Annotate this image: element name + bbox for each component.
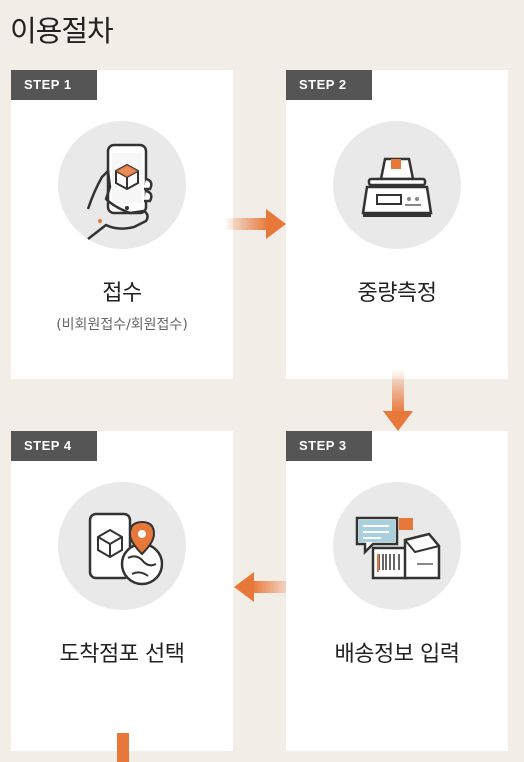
step-4-card: STEP 4 도착점포 선택 bbox=[11, 431, 233, 751]
arrow-right-icon bbox=[224, 209, 286, 239]
step-4-badge: STEP 4 bbox=[11, 431, 97, 461]
step-1-label: 접수 bbox=[102, 281, 142, 306]
step-1-badge: STEP 1 bbox=[11, 70, 97, 100]
location-icon bbox=[88, 512, 164, 586]
phone-box-icon bbox=[86, 143, 153, 240]
step-3-icon-circle bbox=[333, 482, 461, 610]
page-title: 이용절차 bbox=[10, 14, 114, 48]
arrow-down-continue-icon bbox=[117, 733, 129, 762]
step-3-card: STEP 3 배송 bbox=[286, 431, 508, 751]
step-1-card: STEP 1 접수 (비회원접수/회원접수) bbox=[11, 70, 233, 379]
step-4-label: 도착점포 선택 bbox=[59, 642, 185, 667]
step-2-label: 중량측정 bbox=[357, 281, 437, 306]
step-4-icon-circle bbox=[58, 482, 186, 610]
step-3-label: 배송정보 입력 bbox=[334, 642, 460, 667]
step-3-badge: STEP 3 bbox=[286, 431, 372, 461]
step-2-icon-circle bbox=[333, 121, 461, 249]
step-1-icon-circle bbox=[58, 121, 186, 249]
step-2-badge: STEP 2 bbox=[286, 70, 372, 100]
arrow-left-icon bbox=[234, 572, 296, 602]
shipping-info-icon bbox=[355, 516, 441, 580]
arrow-down-icon bbox=[383, 369, 413, 431]
step-2-card: STEP 2 중량측정 bbox=[286, 70, 508, 379]
step-1-sublabel: (비회원접수/회원접수) bbox=[56, 317, 188, 333]
scale-icon bbox=[361, 157, 433, 217]
